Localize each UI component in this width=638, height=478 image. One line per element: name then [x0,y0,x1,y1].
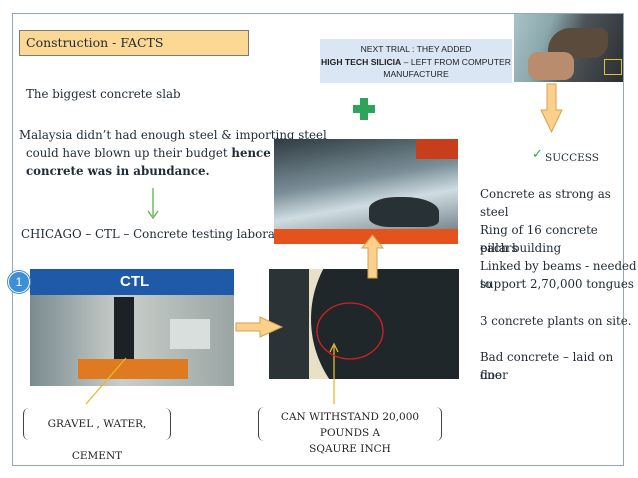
right-text-7: Bad concrete – laid on one [480,350,614,382]
next-trial-box: NEXT TRIAL : THEY ADDED HIGH TECH SILICI… [320,39,512,83]
right-text-3: each building [480,241,562,255]
pressure-gauge-photo [269,269,459,379]
right-text-5: support 2,70,000 tongues [480,277,634,291]
right-text-4: Linked by beams - needed to [480,259,637,291]
plus-icon [353,98,375,120]
trial-line-2-rest: – LEFT FROM COMPUTER [401,56,511,67]
ctl-lab-photo: CTL [30,269,234,386]
success-text: SUCCESS [545,152,599,164]
ctl-sign-text: CTL [120,273,150,290]
withstand-line-2: SQAURE INCH [309,443,391,455]
trial-line-3: MANUFACTURE [383,69,449,79]
withstand-pointer [329,342,339,404]
check-icon: ✓ [532,147,543,162]
trial-line-2: HIGH TECH SILICIA – LEFT FROM COMPUTER [320,56,512,69]
malaysia-line-2-normal: could have blown up their budget [26,146,232,160]
right-text-2: Ring of 16 concrete pillars [480,223,598,255]
slide-frame [12,13,624,466]
malaysia-line-1: Malaysia didn’t had enough steel & impor… [19,128,327,142]
up-arrow-icon [360,234,385,279]
down-arrow-icon [540,83,563,134]
chicago-text: CHICAGO – CTL – Concrete testing laborat… [21,227,300,241]
right-arrow-icon [235,316,284,338]
right-text-8: floor [480,368,508,382]
green-down-arrow-icon [147,188,159,220]
silica-photo [514,14,623,82]
gravel-label: GRAVEL , WATER, CEMENT [23,408,171,462]
withstand-line-1: CAN WITHSTAND 20,000 POUNDS A [280,411,420,439]
trial-line-1: NEXT TRIAL : THEY ADDED [360,44,472,54]
slide-number-badge: 1 [8,271,30,293]
slide-title: Construction - FACTS [19,30,249,56]
concrete-break-photo [274,139,458,244]
malaysia-line-3: concrete was in abundance. [26,164,210,178]
right-text-1: Concrete as strong as steel [480,187,611,219]
biggest-slab-text: The biggest concrete slab [26,87,181,101]
highlight-circle [316,302,384,360]
withstand-label: CAN WITHSTAND 20,000 POUNDS A SQAURE INC… [258,407,442,455]
trial-line-2-bold: HIGH TECH SILICIA [321,56,402,67]
right-text-6: 3 concrete plants on site. [480,314,632,328]
gravel-pointer-line [85,357,127,405]
